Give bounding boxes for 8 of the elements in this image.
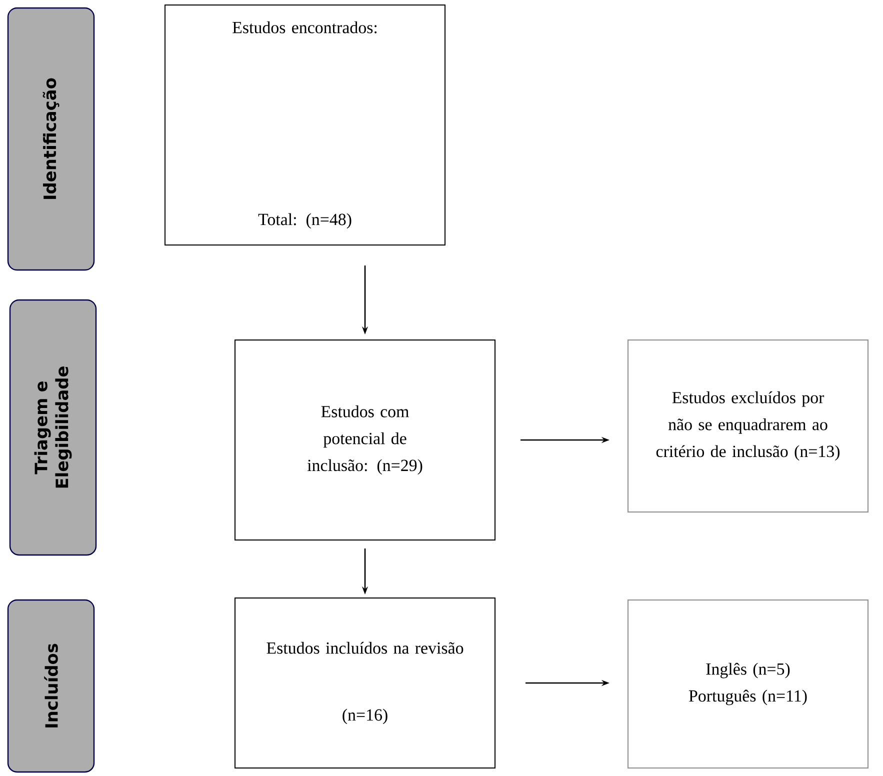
process-box: Inglês (n=5) Português (n=11) — [628, 600, 868, 768]
stage-tab: Identificação — [7, 7, 95, 271]
process-box: Estudos excluídos por não se enquadrarem ao critério de inclusão (n=13) — [628, 340, 868, 512]
process-box: Estudos encontrados: Total: (n=48) — [164, 4, 446, 246]
stage-tab: Triagem e Elegibilidade — [9, 299, 97, 556]
process-box: Estudos incluídos na revisão (n=16) — [234, 598, 496, 768]
stage-tab: Incluídos — [7, 599, 95, 773]
process-box: Estudos com potencial de inclusão: (n=29) — [234, 340, 496, 540]
